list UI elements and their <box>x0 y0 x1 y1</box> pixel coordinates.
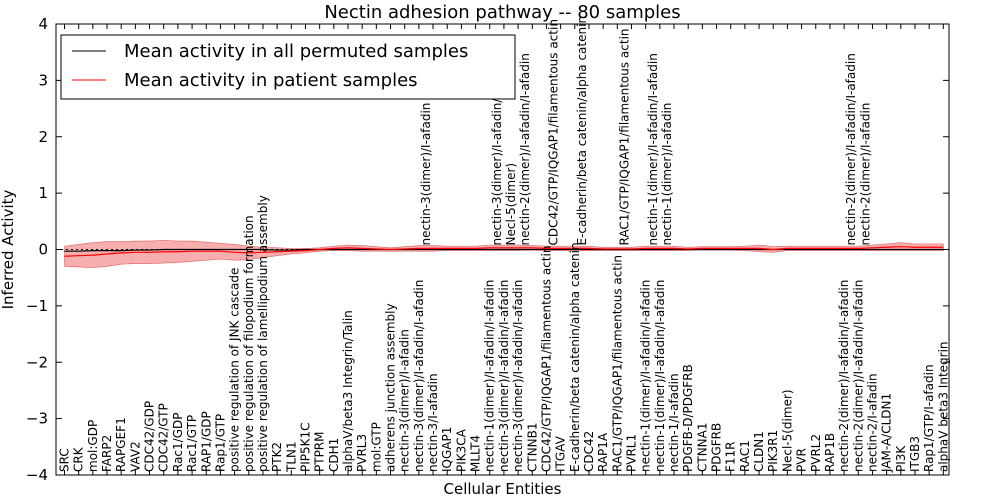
entity-label-upper: CDC42/GTP/IQGAP1/filamentous actin <box>547 19 561 245</box>
y-tick-label: 0 <box>38 241 48 259</box>
entity-label-upper: nectin-3(dimer)/I-afadin <box>419 103 433 246</box>
entity-label: CDC42/GTP/IQGAP1/filamentous actin <box>539 246 553 472</box>
entity-label: nectin-3(dimer)/I-afadin <box>398 329 412 472</box>
entity-label-upper: E-cadherin/beta catenin/alpha catenin <box>575 16 589 246</box>
entity-label: PIK3CA <box>454 428 468 472</box>
entity-label: nectin-1(dimer)/I-afadin/I-afadin <box>639 280 653 472</box>
series-line-layer <box>56 246 949 257</box>
entity-label: PTPRM <box>313 432 327 473</box>
entity-label: positive regulation of JNK cascade <box>228 268 242 472</box>
entity-label: Rap1/GTP <box>213 414 227 472</box>
entity-label: nectin-3(dimer)/I-afadin/I-afadin <box>497 280 511 472</box>
y-tick-label: 1 <box>38 184 48 202</box>
entity-label: alphaV beta3 Integrin <box>936 341 950 472</box>
entity-label: RAP1A <box>596 432 610 472</box>
entity-label: PVRL2 <box>809 434 823 472</box>
entity-label: RAC1 <box>738 440 752 472</box>
y-tick-label: 4 <box>38 15 48 33</box>
entity-label: nectin-3(dimer)/I-afadin/I-afadin <box>511 280 525 472</box>
legend-label-permuted: Mean activity in all permuted samples <box>124 41 468 62</box>
y-tick-layer: −4 −3 −2 −1 0 1 2 3 4 <box>26 15 949 484</box>
entity-label-upper: nectin-1(dimer)/I-afadin/I-afadin <box>646 53 660 245</box>
entity-label: PVR <box>795 448 809 472</box>
entity-label: alphaV/beta3 Integrin/Talin <box>341 310 355 472</box>
entity-label: nectin-2(dimer)/I-afadin/I-afadin <box>851 280 865 472</box>
entity-label: adherens junction assembly <box>384 303 398 472</box>
entity-label: nectin-1/I-afadin <box>667 373 681 472</box>
entity-label: mol:GDP <box>86 420 100 472</box>
entity-label: PIP5K1C <box>298 422 312 472</box>
entity-label-upper: nectin-2(dimer)/I-afadin <box>858 103 872 246</box>
entity-label: RAP1/GDP <box>199 411 213 472</box>
entity-label: PDGFRB <box>710 423 724 472</box>
y-tick-label: −4 <box>26 466 48 484</box>
entity-label: Rac1/GTP <box>185 415 199 472</box>
entity-label: nectin-1(dimer)/I-afadin/I-afadin <box>483 280 497 472</box>
entity-label: Rac1/GDP <box>171 413 185 472</box>
entity-label: IQGAP1 <box>440 427 454 472</box>
entity-label: Rap1/GTP/I-afadin <box>922 364 936 472</box>
legend-box <box>60 34 516 100</box>
entity-label: CRK <box>72 446 86 472</box>
y-tick-label: 3 <box>38 71 48 89</box>
entity-label: F11R <box>724 441 738 472</box>
entity-label: nectin-1(dimer)/I-afadin/I-afadin <box>653 280 667 472</box>
entity-label: mol:GTP <box>369 422 383 472</box>
entity-label: RAPGEF1 <box>114 417 128 472</box>
legend: Mean activity in all permuted samples Me… <box>60 34 516 100</box>
entity-label: Necl-5(dimer) <box>780 389 794 472</box>
entity-label: ITGAV <box>554 435 568 472</box>
y-tick-label: −1 <box>26 297 48 315</box>
entity-label: CTNNB1 <box>525 422 539 472</box>
entity-label: TLN1 <box>284 441 298 473</box>
entity-label: RAP1B <box>823 433 837 472</box>
entity-label: PTK2 <box>270 442 284 472</box>
entity-label: PVRL3 <box>355 434 369 472</box>
entity-label-upper: nectin-3(dimer)/I-afadin/I-afadin <box>490 53 504 245</box>
entity-label: MLLT4 <box>469 435 483 472</box>
x-axis-label: Cellular Entities <box>444 480 562 498</box>
entity-label: VAV2 <box>128 441 142 472</box>
entity-label: RAC1/GTP/IQGAP1/filamentous actin <box>610 255 624 472</box>
entity-label-upper: Necl-5(dimer) <box>504 163 518 246</box>
legend-label-patient: Mean activity in patient samples <box>124 70 418 91</box>
entity-label: CLDN1 <box>752 431 766 472</box>
y-tick-label: −2 <box>26 353 48 371</box>
entity-label: SRC <box>58 448 72 472</box>
entity-label-upper: nectin-2(dimer)/I-afadin/I-afadin <box>844 53 858 245</box>
entity-label: nectin-3(dimer)/I-afadin/I-afadin <box>412 280 426 472</box>
entity-label: nectin-2/I-afadin <box>865 373 879 472</box>
entity-label: PDGFB-D/PDGFRB <box>681 364 695 472</box>
entity-label-upper: nectin-2(dimer)/I-afadin/I-afadin <box>518 53 532 245</box>
entity-label: ITGB3 <box>908 436 922 472</box>
entity-label: E-cadherin/beta catenin/alpha catenin <box>568 242 582 472</box>
patient-variance-band <box>64 240 944 268</box>
entity-label: PIK3R1 <box>766 430 780 472</box>
confidence-band-layer <box>64 240 944 268</box>
chart-title: Nectin adhesion pathway -- 80 samples <box>324 2 680 23</box>
y-tick-label: 2 <box>38 128 48 146</box>
entity-label: CDC42/GTP <box>157 403 171 472</box>
entity-label: FARP2 <box>100 435 114 472</box>
permuted-mean-line <box>64 248 944 252</box>
entity-label-upper: RAC1/GTP/IQGAP1/filamentous actin <box>617 28 631 245</box>
entity-label: CDH1 <box>327 438 341 472</box>
plot-area <box>55 23 950 476</box>
entity-label: positive regulation of lamellipodium ass… <box>256 195 270 472</box>
entity-label: PI3K <box>894 445 908 472</box>
patient-mean-line <box>64 246 944 257</box>
entity-label: nectin-2(dimer)/I-afadin/I-afadin <box>837 280 851 472</box>
entity-label: positive regulation of filopodium format… <box>242 215 256 472</box>
entity-label: nectin-3/I-afadin <box>426 373 440 472</box>
entity-label: CDC42 <box>582 431 596 472</box>
entity-label: CTNNA1 <box>695 422 709 472</box>
y-axis-label: Inferred Activity <box>0 189 17 309</box>
entity-label: PVRL1 <box>624 434 638 472</box>
entity-label: JAM-A/CLDN1 <box>880 393 894 473</box>
entity-label: CDC42/GDP <box>143 401 157 472</box>
y-tick-label: −3 <box>26 410 48 428</box>
entity-label-upper: nectin-1(dimer)/I-afadin <box>660 103 674 246</box>
